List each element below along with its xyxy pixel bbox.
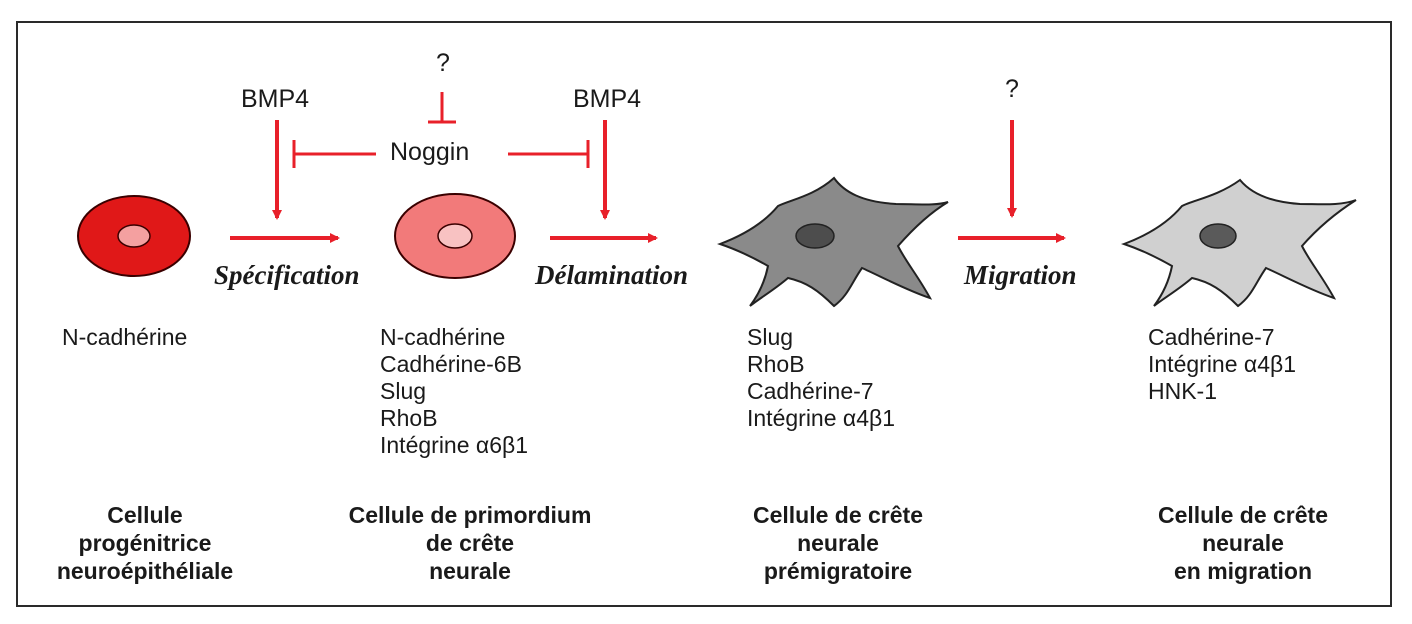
marker: Slug xyxy=(380,378,427,404)
caption-line: Cellule de crête xyxy=(1157,502,1329,528)
caption-stage-4: Cellule de crête neurale en migration xyxy=(1158,501,1328,585)
markers-stage-3: Slug RhoB Cadhérine-7 Intégrine α4β1 xyxy=(747,324,895,432)
noggin-inhibits-left xyxy=(292,140,376,168)
premigratory-cell-icon xyxy=(717,176,949,308)
marker: N-cadhérine xyxy=(62,324,188,350)
caption-line: de crête xyxy=(425,530,515,556)
marker: RhoB xyxy=(380,405,438,431)
caption-stage-1: Cellule progénitrice neuroépithéliale xyxy=(57,501,233,585)
caption-line: neurale xyxy=(429,558,511,584)
marker: Intégrine α6β1 xyxy=(380,432,529,458)
marker: RhoB xyxy=(747,351,805,377)
step-delamination: Délamination xyxy=(535,260,689,290)
markers-stage-2: N-cadhérine Cadhérine-6B Slug RhoB Intég… xyxy=(380,324,528,459)
caption-line: Cellule de primordium xyxy=(348,502,592,528)
caption-line: progénitrice xyxy=(78,530,212,556)
marker: Intégrine α4β1 xyxy=(1148,351,1297,377)
primordium-cell-icon xyxy=(394,193,516,279)
marker: Cadhérine-7 xyxy=(747,378,874,404)
markers-stage-1: N-cadhérine xyxy=(62,324,187,351)
migration-question-mark: ? xyxy=(1005,75,1019,103)
caption-line: neurale xyxy=(797,530,879,556)
marker: HNK-1 xyxy=(1148,378,1218,404)
noggin-label: Noggin xyxy=(390,138,470,166)
progenitor-cell-icon xyxy=(77,195,191,277)
caption-line: Cellule de crête xyxy=(752,502,924,528)
caption-stage-3: Cellule de crête neurale prémigratoire xyxy=(753,501,923,585)
figure-frame xyxy=(16,21,1392,607)
step-migration: Migration xyxy=(964,260,1077,290)
noggin-inhibits-right xyxy=(508,140,590,168)
caption-line: neuroépithéliale xyxy=(56,558,234,584)
bmp4-left-label: BMP4 xyxy=(241,85,310,113)
caption-line: Cellule xyxy=(107,502,183,528)
caption-line: en migration xyxy=(1173,558,1312,584)
bmp4-right-label: BMP4 xyxy=(573,85,642,113)
caption-line: prémigratoire xyxy=(763,558,913,584)
step-specification: Spécification xyxy=(214,260,360,290)
unknown-inhibits-noggin xyxy=(428,92,456,124)
marker: Cadhérine-7 xyxy=(1148,324,1275,350)
caption-stage-2: Cellule de primordium de crête neurale xyxy=(349,501,592,585)
marker: N-cadhérine xyxy=(380,324,506,350)
migrating-cell-icon xyxy=(1121,178,1357,308)
marker: Cadhérine-6B xyxy=(380,351,522,377)
caption-line: neurale xyxy=(1202,530,1284,556)
markers-stage-4: Cadhérine-7 Intégrine α4β1 HNK-1 xyxy=(1148,324,1296,405)
noggin-question-mark: ? xyxy=(436,49,450,77)
marker: Slug xyxy=(747,324,794,350)
marker: Intégrine α4β1 xyxy=(747,405,896,431)
